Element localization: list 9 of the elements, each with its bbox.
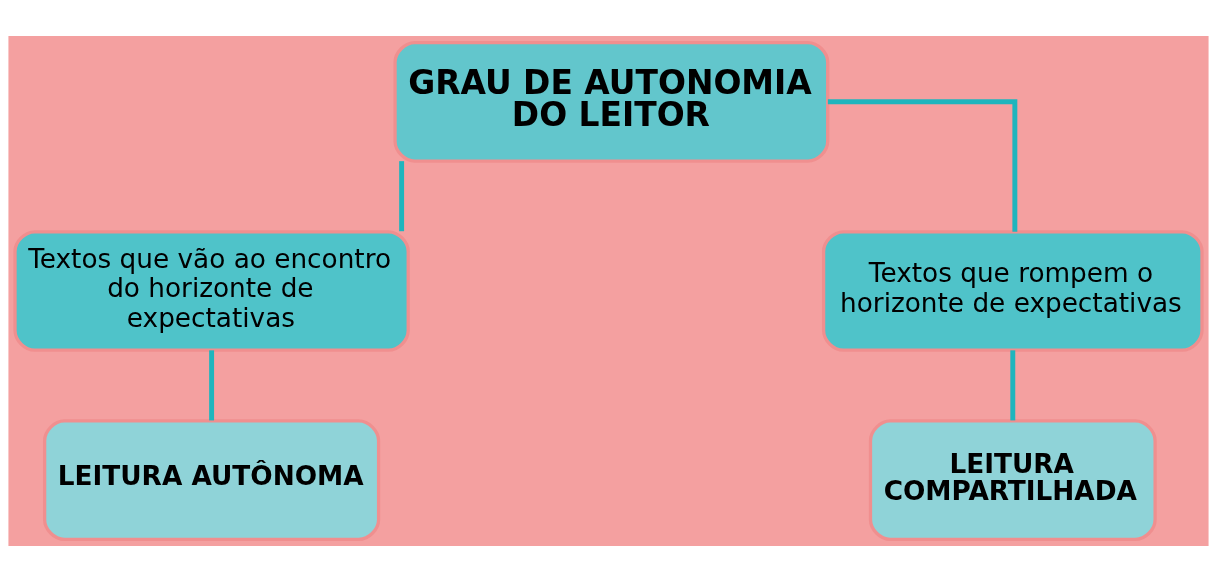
connector (1010, 349, 1016, 420)
node-box: Textos que rompem o horizonte de expectativas (821, 229, 1204, 352)
connector (399, 160, 405, 231)
connector (209, 349, 215, 420)
connector (827, 98, 1018, 232)
node-box: Textos que vão ao encontro do horizonte de expectativas (13, 229, 410, 352)
node-box: LEITURA COMPARTILHADA (868, 418, 1157, 541)
node-box: LEITURA AUTÔNOMA (42, 418, 381, 541)
node-box: GRAU DE AUTONOMIA DO LEITOR (393, 40, 830, 163)
